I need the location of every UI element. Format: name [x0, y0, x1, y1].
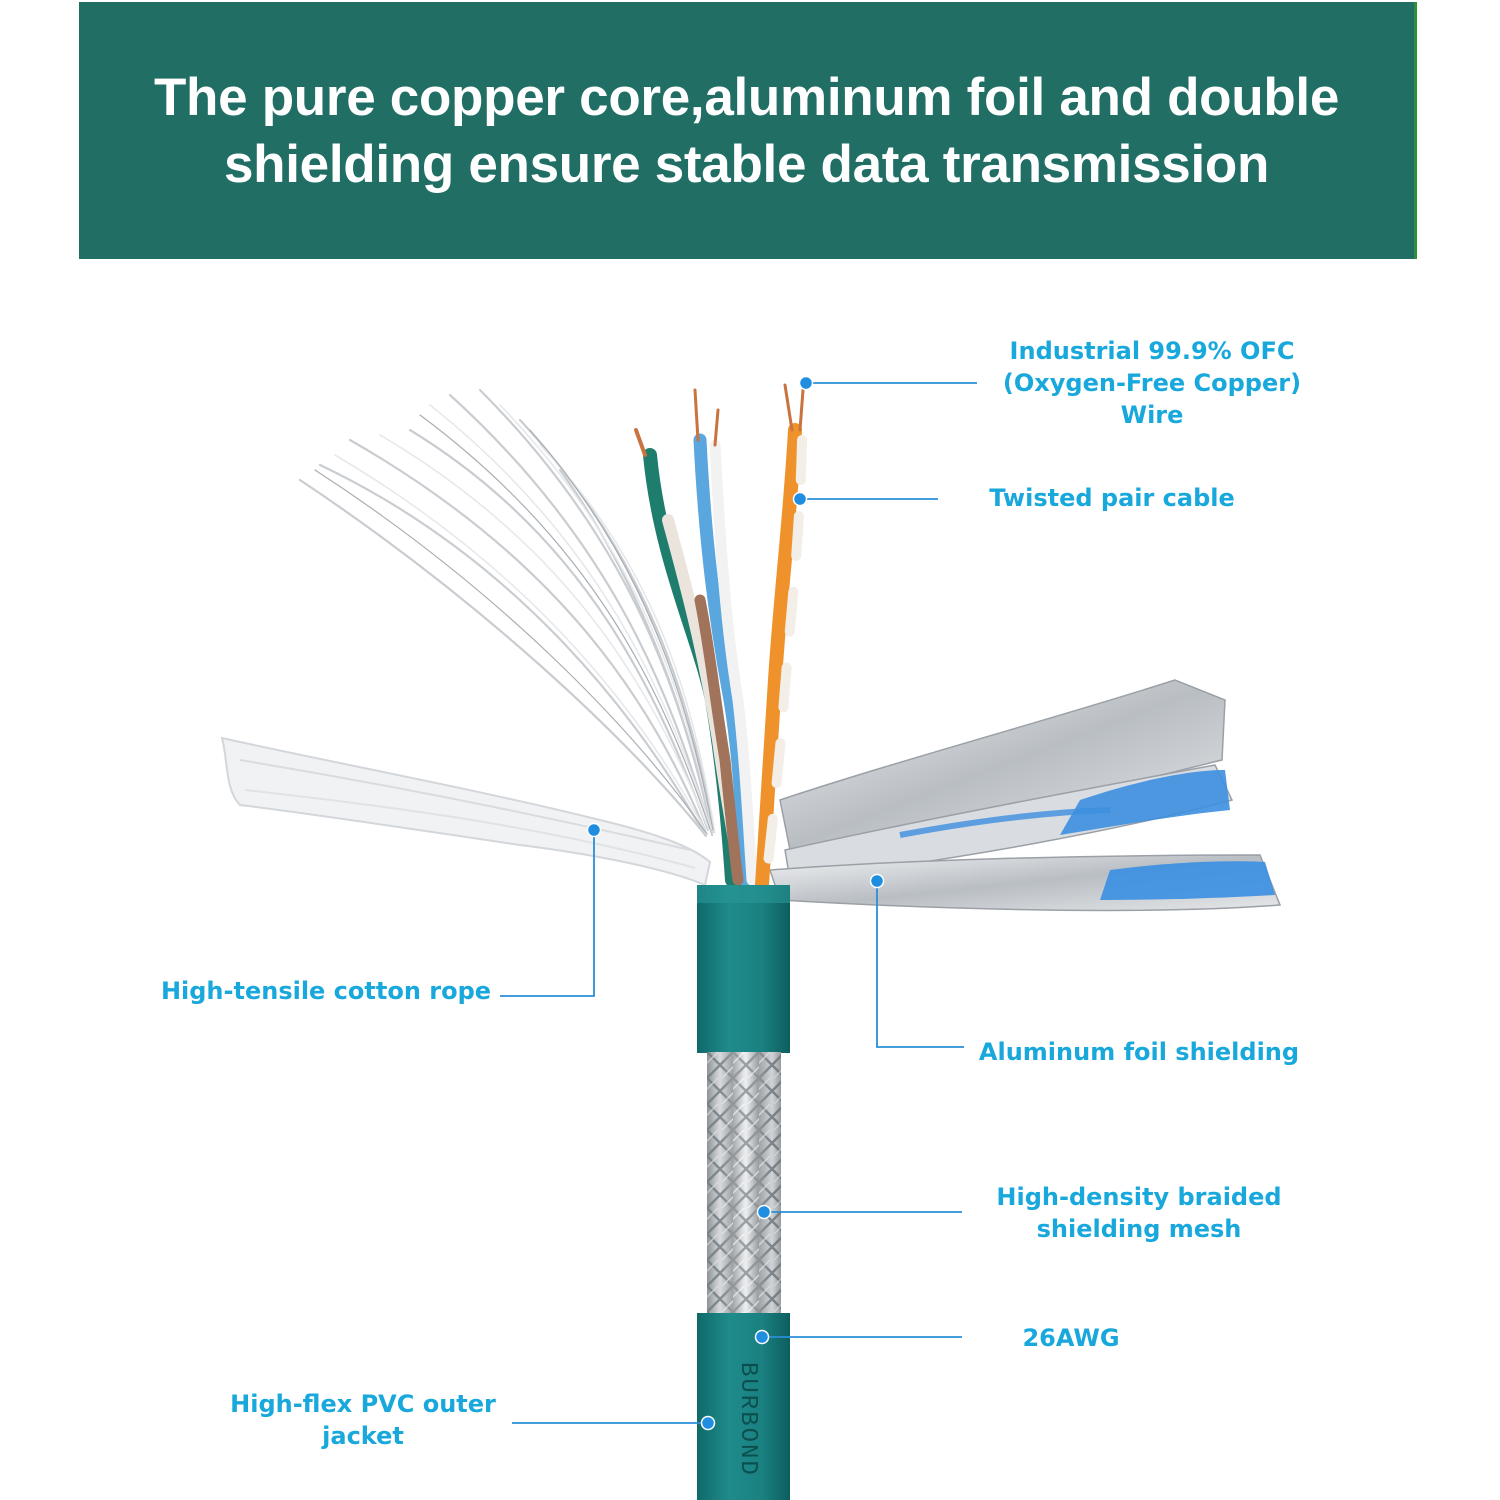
- label-ofc-wire: Industrial 99.9% OFC (Oxygen-Free Copper…: [1002, 335, 1302, 431]
- label-26awg: 26AWG: [1022, 1324, 1120, 1352]
- label-pvc-jacket: High-flex PVC outer jacket: [222, 1388, 504, 1452]
- label-braided-line2: shielding mesh: [1036, 1215, 1242, 1243]
- label-braided-line1: High-density braided: [996, 1183, 1282, 1211]
- label-twisted-pair: Twisted pair cable: [989, 484, 1235, 512]
- label-pvc-line2: jacket: [322, 1422, 404, 1450]
- label-cotton-rope: High-tensile cotton rope: [160, 977, 492, 1005]
- cotton-rope: [220, 736, 712, 887]
- jacket-print: BURBOND: [734, 1362, 761, 1477]
- label-ofc-line1: Industrial 99.9% OFC: [1009, 337, 1295, 365]
- header-title: The pure copper core,aluminum foil and d…: [153, 67, 1339, 194]
- label-aluminum-foil: Aluminum foil shielding: [978, 1038, 1300, 1066]
- twisted-pairs: [634, 383, 807, 892]
- label-pvc-line1: High-flex PVC outer: [230, 1390, 496, 1418]
- label-braided-mesh: High-density braided shielding mesh: [990, 1181, 1288, 1245]
- braid-strands: [298, 388, 716, 838]
- callout-dots: [586, 375, 885, 1431]
- label-ofc-line2: (Oxygen-Free Copper): [1002, 369, 1302, 397]
- callout-lines: [500, 382, 977, 1424]
- label-ofc-line3: Wire: [1120, 401, 1184, 429]
- jacket-bottom: [697, 1313, 790, 1500]
- aluminum-foil: [768, 679, 1282, 912]
- header-banner: The pure copper core,aluminum foil and d…: [79, 2, 1417, 259]
- jacket-top: [697, 885, 790, 1053]
